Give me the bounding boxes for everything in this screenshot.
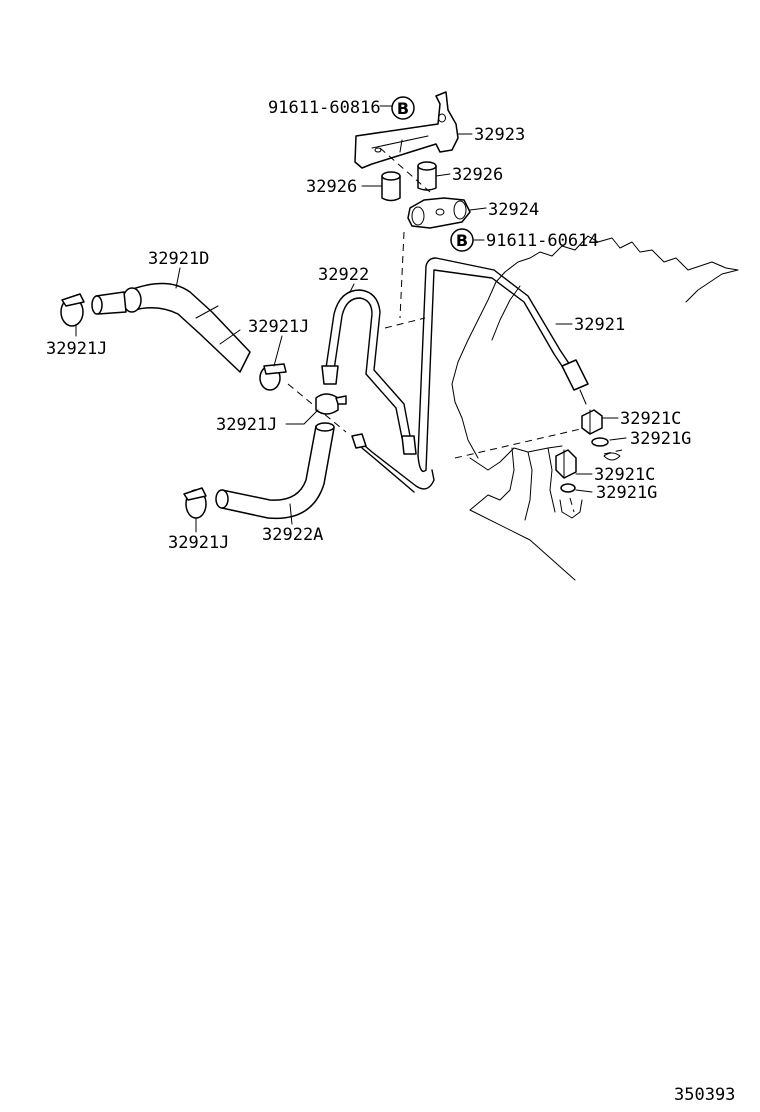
engine-outline (451, 235, 739, 581)
label-clamp-bottom: 32921J (168, 533, 229, 553)
label-clamp-hose-left: 32921J (46, 339, 107, 359)
bolt-marker-upper: B (391, 96, 415, 120)
label-collar-left: 32926 (306, 177, 357, 197)
label-clamp-middle: 32921J (216, 415, 277, 435)
diagram-id: 350393 (674, 1085, 735, 1105)
svg-text:B: B (456, 231, 468, 250)
label-hose-upper: 32921D (148, 249, 209, 269)
gasket-lower-32921G (560, 483, 576, 493)
label-tube-middle: 32922 (318, 265, 369, 285)
label-clamp-plate: 32924 (488, 200, 539, 220)
clamp-middle (315, 393, 347, 415)
label-collar-right: 32926 (452, 165, 503, 185)
label-hose-lower: 32922A (262, 525, 323, 545)
label-clamp-hose-right: 32921J (248, 317, 309, 337)
bolt-marker-lower: B (450, 228, 474, 252)
clamp-hose-right (259, 363, 287, 391)
clamp-hose-left (60, 293, 85, 327)
label-tube-right: 32921 (574, 315, 625, 335)
label-bolt-lower: 91611-60614 (486, 231, 599, 251)
tube-32922 (321, 289, 435, 493)
tube-32921 (417, 257, 589, 473)
label-union-upper: 32921C (620, 409, 681, 429)
hose-32921D (91, 282, 251, 373)
label-gasket-upper: 32921G (630, 429, 691, 449)
collar-left-32926 (381, 171, 401, 202)
collar-right-32926 (417, 161, 437, 191)
label-union-lower: 32921C (594, 465, 655, 485)
label-bracket: 32923 (474, 125, 525, 145)
gasket-upper-32921G (591, 437, 609, 447)
clamp-plate-32924 (407, 197, 471, 229)
union-upper-32921C (581, 409, 603, 435)
hose-32922A (215, 422, 335, 520)
label-gasket-lower: 32921G (596, 483, 657, 503)
part-labels: 91611-60816 32923 32926 32926 32924 9161… (46, 98, 691, 553)
label-bolt-upper: 91611-60816 (268, 98, 381, 118)
clamp-bottom (183, 487, 207, 519)
svg-text:B: B (397, 99, 409, 118)
union-lower-32921C (555, 449, 577, 479)
leader-lines (75, 105, 627, 533)
